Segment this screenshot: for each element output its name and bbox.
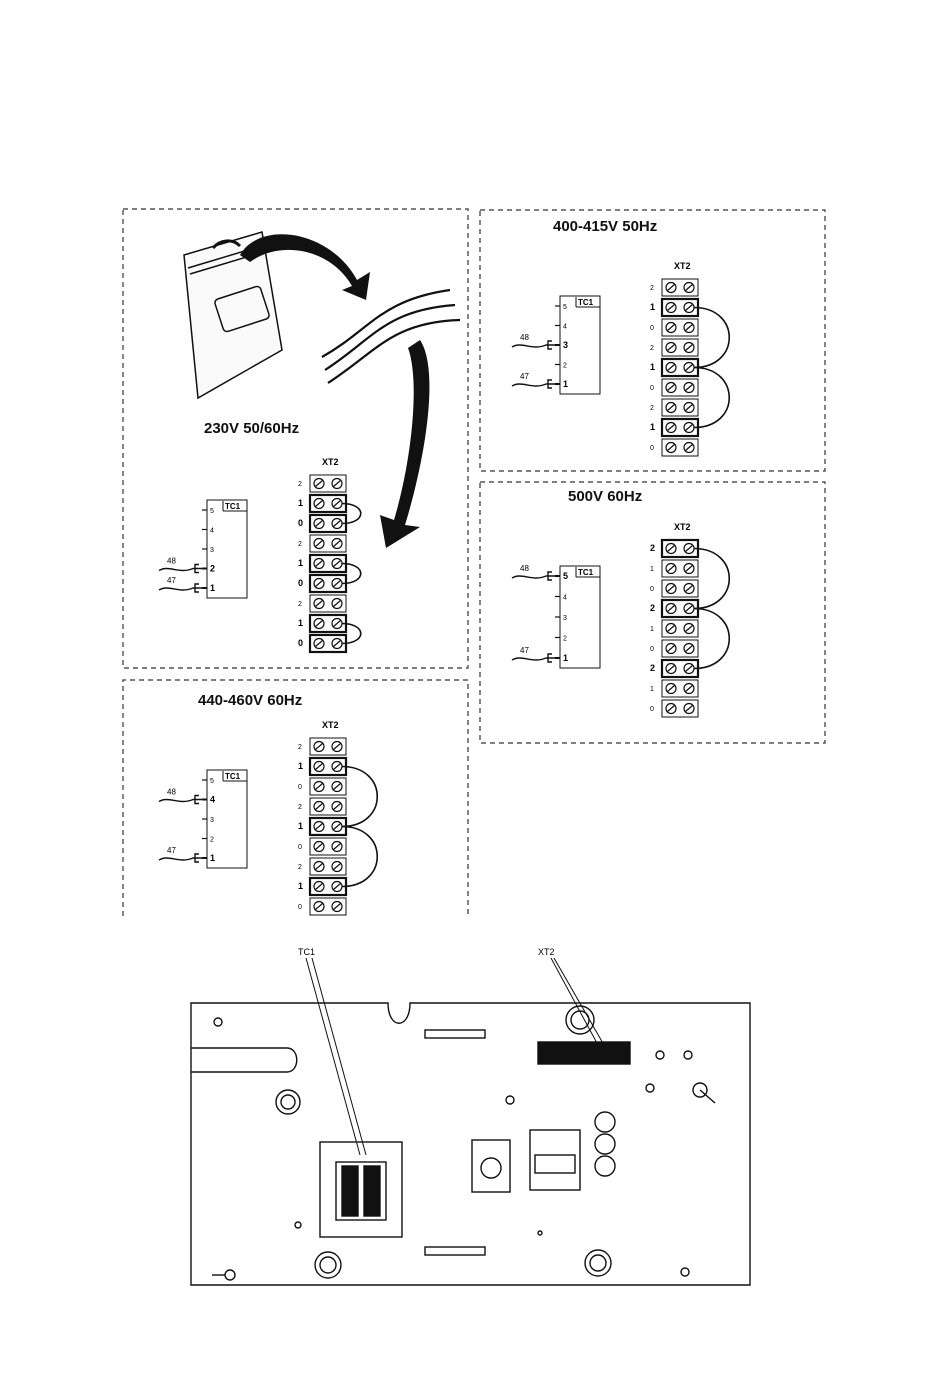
terminal-number: 0 [650, 646, 654, 653]
wire-number: 48 [167, 557, 176, 566]
tc1-tap-number: 4 [563, 595, 567, 602]
xt2-block-p230: XT2 2 1 0 2 1 0 2 1 0 [298, 457, 361, 652]
xt2-label: XT2 [674, 261, 691, 271]
terminal-number: 0 [650, 586, 654, 593]
xt2-terminal-strip [538, 1042, 630, 1064]
terminal-number: 1 [650, 302, 655, 312]
spare-wires-bag [184, 232, 282, 398]
tc1-tap-number: 2 [563, 636, 567, 643]
tc1-tap-number: 3 [210, 817, 214, 824]
tc1-tap-number: 1 [563, 379, 568, 389]
tc1-block-p230: TC1 5 4 3 2 1 47 48 [159, 500, 247, 598]
wire-number: 48 [520, 564, 529, 573]
tc1-block-p440: TC1 5 4 3 2 1 47 48 [159, 770, 247, 868]
tc1-tap-number: 3 [563, 340, 568, 350]
wire-number: 48 [167, 788, 176, 797]
tc1-block-p500: TC1 5 4 3 2 1 47 48 [512, 564, 600, 668]
wire-number: 47 [520, 646, 529, 655]
terminal-number: 1 [650, 422, 655, 432]
tc1-tap-number: 5 [563, 304, 567, 311]
xt2-block-p400: XT2 2 1 0 2 1 0 2 1 0 [650, 261, 729, 456]
terminal-number: 0 [650, 325, 654, 332]
terminal-number: 2 [650, 663, 655, 673]
frame-440v [123, 680, 468, 916]
tc1-tap-number: 2 [563, 363, 567, 370]
terminal-number: 1 [650, 362, 655, 372]
wire-number: 47 [520, 372, 529, 381]
tc1-tap-number: 4 [210, 795, 215, 805]
tc1-tap-number: 5 [210, 778, 214, 785]
terminal-number: 0 [298, 844, 302, 851]
tc1-tap-number: 1 [563, 653, 568, 663]
xt2-label: XT2 [322, 457, 339, 467]
tc1-label: TC1 [225, 772, 241, 781]
wire-number: 47 [167, 846, 176, 855]
terminal-number: 1 [298, 498, 303, 508]
terminal-number: 0 [650, 706, 654, 713]
terminal-number: 2 [650, 405, 654, 412]
terminal-number: 2 [298, 601, 302, 608]
tc1-tap-number: 3 [563, 615, 567, 622]
terminal-number: 0 [650, 385, 654, 392]
tc1-transformer [320, 1142, 402, 1237]
xt2-label: XT2 [322, 720, 339, 730]
terminal-number: 1 [298, 618, 303, 628]
wire-number: 47 [167, 576, 176, 585]
tc1-label: TC1 [578, 298, 594, 307]
tc1-tap-number: 4 [210, 528, 214, 535]
terminal-number: 0 [298, 638, 303, 648]
terminal-number: 1 [298, 821, 303, 831]
tc1-label: TC1 [225, 502, 241, 511]
jumper-wire [342, 827, 377, 887]
tc1-label: TC1 [578, 568, 594, 577]
tc1-block-p400: TC1 5 4 3 2 1 47 48 [512, 296, 600, 394]
terminal-number: 0 [298, 518, 303, 528]
callout-xt2: XT2 [538, 947, 555, 957]
terminal-number: 0 [298, 784, 302, 791]
wire-number: 48 [520, 333, 529, 342]
xt2-block-p440: XT2 2 1 0 2 1 0 2 1 0 [298, 720, 377, 915]
terminal-number: 2 [298, 541, 302, 548]
jumper-wire [694, 368, 729, 428]
tc1-tap-number: 5 [210, 508, 214, 515]
terminal-number: 2 [650, 285, 654, 292]
terminal-number: 2 [298, 864, 302, 871]
loose-wires [322, 290, 460, 383]
pcb-board [191, 1003, 750, 1285]
terminal-number: 1 [298, 881, 303, 891]
tc1-tap-number: 2 [210, 564, 215, 574]
terminal-number: 1 [650, 566, 654, 573]
jumper-wire [694, 549, 729, 609]
terminal-number: 1 [650, 626, 654, 633]
tc1-tap-number: 5 [563, 571, 568, 581]
terminal-number: 2 [650, 603, 655, 613]
terminal-number: 1 [298, 558, 303, 568]
tc1-tap-number: 1 [210, 853, 215, 863]
terminal-number: 0 [298, 904, 302, 911]
callout-tc1: TC1 [298, 947, 315, 957]
xt2-block-p500: XT2 2 1 0 2 1 0 2 1 0 [650, 522, 729, 717]
tc1-tap-number: 3 [210, 547, 214, 554]
jumper-wire [342, 767, 377, 827]
terminal-number: 2 [298, 804, 302, 811]
terminal-number: 2 [298, 744, 302, 751]
terminal-number: 0 [298, 578, 303, 588]
terminal-number: 2 [650, 543, 655, 553]
terminal-number: 1 [298, 761, 303, 771]
terminal-number: 2 [298, 481, 302, 488]
tc1-tap-number: 4 [563, 324, 567, 331]
terminal-number: 2 [650, 345, 654, 352]
tc1-tap-number: 1 [210, 583, 215, 593]
xt2-label: XT2 [674, 522, 691, 532]
tc1-tap-number: 2 [210, 837, 214, 844]
terminal-number: 0 [650, 445, 654, 452]
jumper-wire [694, 609, 729, 669]
jumper-wire [694, 308, 729, 368]
terminal-number: 1 [650, 686, 654, 693]
